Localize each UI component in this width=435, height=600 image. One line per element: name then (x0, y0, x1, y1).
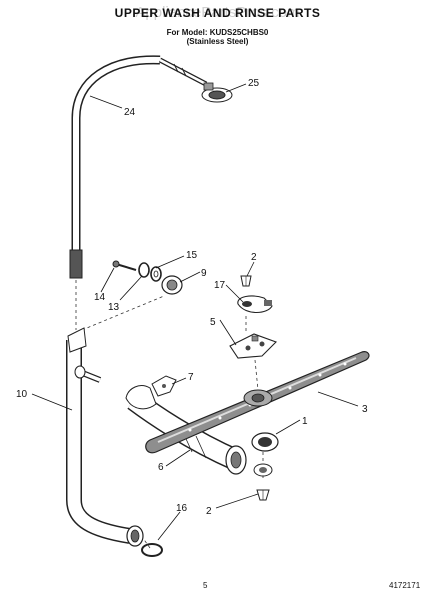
callout-15: 15 (186, 250, 198, 261)
callout-10: 10 (16, 389, 28, 400)
bearing-1 (251, 432, 279, 452)
screw-2-lower (256, 489, 270, 501)
callout-labels: 25 24 15 2 9 14 13 17 5 7 10 3 1 6 16 2 (16, 78, 368, 517)
o-ring-16 (141, 543, 163, 557)
callout-1: 1 (302, 416, 308, 427)
bracket-5 (229, 333, 277, 359)
leader-lines (31, 83, 359, 541)
finish-line: (Stainless Steel) (186, 37, 249, 46)
ring-15 (150, 266, 162, 282)
screw-2-upper (240, 275, 252, 287)
callout-14: 14 (94, 292, 106, 303)
bracket-7 (151, 375, 177, 397)
callout-2-upper: 2 (251, 252, 257, 263)
hub-17 (237, 295, 273, 314)
supply-tube-10 (66, 327, 144, 547)
callout-25: 25 (248, 78, 260, 89)
callout-17: 17 (214, 280, 226, 291)
screw-14 (112, 260, 137, 271)
supply-tube-24 (69, 55, 208, 279)
callout-7: 7 (188, 372, 194, 383)
assembly-guides (75, 280, 264, 549)
part-number: 4172171 (389, 581, 421, 590)
spray-nozzle-25 (201, 82, 233, 103)
spray-arm-3 (145, 351, 370, 454)
callout-24: 24 (124, 107, 136, 118)
seal-13 (138, 262, 150, 278)
diagram-title: UPPER WASH AND RINSE PARTS (114, 6, 321, 20)
model-line: For Model: KUDS25CHBS0 (166, 28, 269, 37)
callout-13: 13 (108, 302, 120, 313)
nut-lower (253, 463, 273, 477)
nut-9 (161, 275, 183, 295)
manifold-6 (125, 385, 247, 475)
callout-5: 5 (210, 317, 216, 328)
watermark: AppliancePartsPros.com (135, 4, 300, 21)
callout-6: 6 (158, 462, 164, 473)
callout-2-lower: 2 (206, 506, 212, 517)
page-number: 5 (203, 581, 208, 590)
spray-arm-holes (188, 362, 347, 432)
callout-16: 16 (176, 503, 188, 514)
callout-3: 3 (362, 404, 368, 415)
callout-9: 9 (201, 268, 207, 279)
